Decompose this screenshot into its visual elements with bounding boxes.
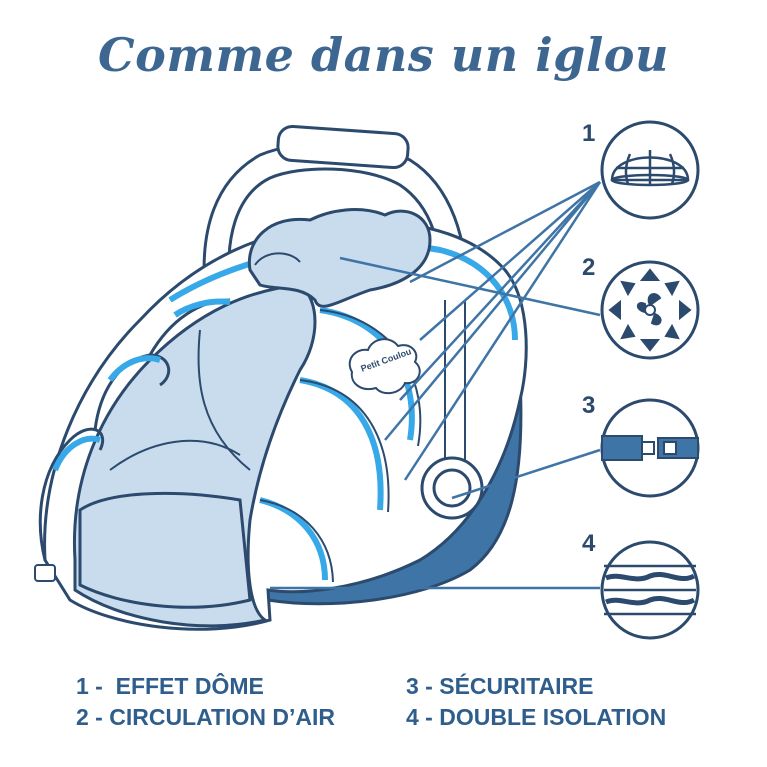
callout-number-2: 2 (582, 254, 595, 282)
callout-number-1: 1 (582, 120, 595, 148)
callout-number-4: 4 (582, 530, 595, 558)
legend-item-4: 4 - DOUBLE ISOLATION (406, 704, 666, 731)
callout-number-3: 3 (582, 392, 595, 420)
handle-grip (277, 126, 409, 169)
handle-pivot-inner (434, 470, 470, 506)
buckle-tab (35, 565, 55, 581)
legend-item-2: 2 - CIRCULATION D’AIR (76, 704, 335, 731)
legend-item-1: 1 - EFFET DÔME (76, 673, 264, 700)
legend-item-3: 3 - SÉCURITAIRE (406, 673, 593, 700)
seat-cushion (80, 493, 250, 607)
